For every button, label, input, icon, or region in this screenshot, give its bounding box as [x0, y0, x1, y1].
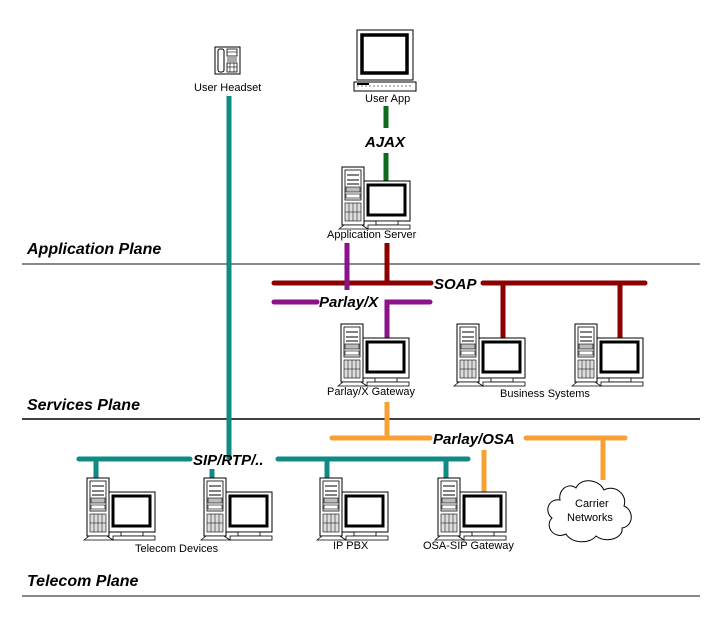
parlayx-bus-right: [384, 299, 433, 340]
parlay-osa-label: Parlay/OSA: [433, 431, 515, 448]
telecom-device-1-icon: [82, 476, 157, 542]
osa-sip-gateway-label: OSA-SIP Gateway: [423, 540, 514, 552]
carrier-networks-label-line1: Carrier: [575, 498, 609, 510]
business-systems-label: Business Systems: [500, 388, 590, 400]
telecom-plane-label: Telecom Plane: [27, 573, 139, 590]
parlay-x-gateway-label: Parlay/X Gateway: [327, 386, 416, 398]
application-server-icon: [337, 165, 412, 231]
ajax-label: AJAX: [364, 134, 406, 151]
user-app-label: User App: [365, 93, 410, 105]
business-system-1-icon: [452, 322, 527, 388]
cloud-icon: [547, 480, 632, 543]
telecom-device-2-icon: [199, 476, 274, 542]
parlay-x-gateway-icon: [336, 322, 411, 388]
parlay-x-label: Parlay/X: [319, 294, 379, 311]
carrier-networks-label-line2: Networks: [567, 512, 613, 524]
phone-icon: [214, 46, 241, 75]
telecom-devices-label: Telecom Devices: [135, 543, 219, 555]
soap-label: SOAP: [434, 276, 478, 293]
ip-pbx-label: IP PBX: [333, 540, 369, 552]
ip-pbx-icon: [315, 476, 390, 542]
osa-sip-gateway-icon: [433, 476, 508, 542]
application-server-label: Application Server: [327, 229, 417, 241]
business-system-2-icon: [570, 322, 645, 388]
user-headset-label: User Headset: [194, 82, 261, 94]
sip-rtp-label: SIP/RTP/..: [193, 452, 264, 469]
application-plane-label: Application Plane: [26, 241, 161, 258]
desktop-computer-icon: [352, 28, 418, 93]
services-plane-label: Services Plane: [27, 397, 140, 414]
